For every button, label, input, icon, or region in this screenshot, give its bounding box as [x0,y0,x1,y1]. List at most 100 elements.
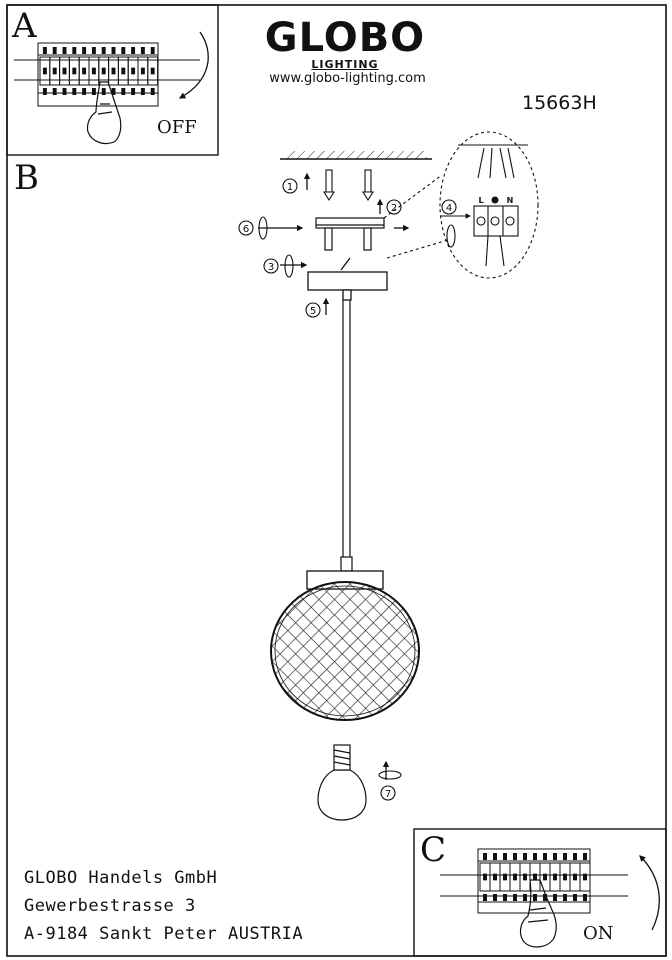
step-5-label: 5 [310,306,316,317]
breaker-terminal [583,894,587,901]
breaker-toggle [111,67,116,75]
breaker-terminal [563,894,567,901]
breaker-toggle [533,873,537,881]
breaker-toggle [131,67,136,75]
breaker-terminal [72,88,77,95]
breaker-toggle [503,873,507,881]
breaker-terminal [150,47,155,54]
breaker-module [579,862,591,892]
step-4-label: 4 [446,203,452,214]
panel-c-letter: C [420,830,447,870]
switch-off-label: OFF [157,117,197,138]
breaker-terminal [553,853,557,860]
ceiling-screws [323,169,374,202]
breaker-terminal [503,853,507,860]
rotate-arrow-c [639,855,660,931]
hand-icon-c [519,879,557,948]
step-7-label: 7 [385,789,391,800]
breaker-toggle [563,873,567,881]
breaker-terminal [493,853,497,860]
terminal-n-label: N [507,196,514,205]
step-2-marker [386,199,402,215]
breaker-terminal [513,894,517,901]
breaker-terminal [553,894,557,901]
breaker-toggle [91,67,96,75]
breaker-terminal [583,853,587,860]
globe-shade [270,570,420,721]
breaker-terminal [483,853,487,860]
breaker-terminal [101,88,106,95]
breaker-terminal [82,88,87,95]
breaker-box-a [14,42,200,107]
breaker-terminal [533,853,537,860]
ceiling [280,151,432,160]
breaker-toggle [72,67,77,75]
breaker-terminal [493,894,497,901]
breaker-terminal [543,894,547,901]
breaker-terminal [523,894,527,901]
breaker-toggle [483,873,487,881]
breaker-terminal [42,88,47,95]
breaker-terminal [140,88,145,95]
breaker-toggle [42,67,47,75]
terminal-l-label: L [478,196,483,205]
step-numbers: 1 2 3 4 5 6 7 [243,182,452,800]
rotate-arrow-a [178,31,209,99]
breaker-terminal [523,853,527,860]
breaker-terminal [150,88,155,95]
breaker-terminal [131,88,136,95]
step-1-label: 1 [287,182,293,193]
panel-c-frame [413,828,667,957]
breaker-toggle [82,67,87,75]
panel-c-switch-on [413,828,667,957]
wiring-detail-callout [383,131,539,279]
breaker-toggle [553,873,557,881]
breaker-terminal [483,894,487,901]
switch-on-label: ON [583,923,614,944]
brand-logo-subtitle: LIGHTING [311,58,379,71]
breaker-terminal [533,894,537,901]
breaker-modules-a [39,47,159,95]
breaker-terminal [111,88,116,95]
step-2-label: 2 [391,203,397,214]
website-url: www.globo-lighting.com [269,71,426,86]
breaker-module [147,56,159,86]
breaker-terminal [131,47,136,54]
step-3-marker [263,258,279,274]
step-3-label: 3 [268,262,274,273]
earth-symbol [491,196,499,204]
breaker-terminal [91,47,96,54]
brand-logo: GLOBO [264,15,426,61]
suspension-cable [340,300,353,572]
breaker-terminal [111,47,116,54]
panel-a-frame [6,4,219,156]
breaker-terminal [91,88,96,95]
step-markers [238,178,457,801]
breaker-toggle [62,67,67,75]
step-4-marker [441,199,457,215]
model-number: 15663H [522,92,597,114]
terminal-labels: L N [478,196,513,205]
breaker-terminal [573,894,577,901]
breaker-terminal [82,47,87,54]
breaker-terminal [101,47,106,54]
breaker-toggle [52,67,57,75]
breaker-terminal [513,853,517,860]
breaker-toggle [513,873,517,881]
panel-a-switch-off [6,4,219,156]
breaker-toggle [543,873,547,881]
breaker-terminal [52,88,57,95]
rotation-markers [258,216,456,780]
breaker-box-c [440,848,628,914]
mounting-bracket [315,217,385,251]
address-line-1: GLOBO Handels GmbH [24,868,218,888]
step-6-label: 6 [243,224,249,235]
breaker-toggle [573,873,577,881]
breaker-terminal [72,47,77,54]
breaker-terminal [121,88,126,95]
breaker-terminal [140,47,145,54]
panel-b-letter: B [14,158,39,198]
step-7-marker [380,785,396,801]
step-1-marker [282,178,298,194]
